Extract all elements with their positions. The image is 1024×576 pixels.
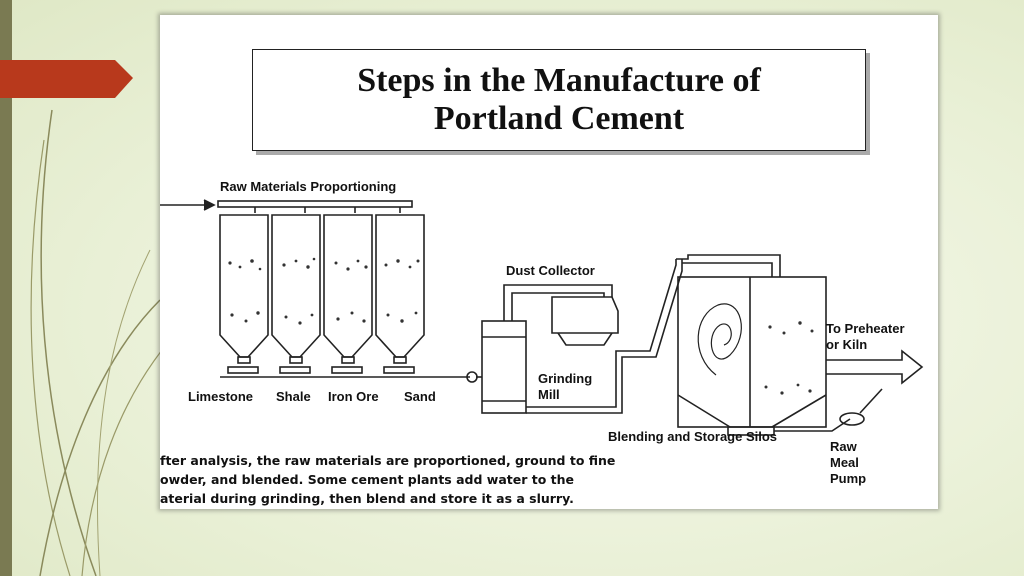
left-accent-bar xyxy=(0,0,12,576)
preheater-arrow xyxy=(826,349,924,385)
label-dust-collector: Dust Collector xyxy=(506,263,595,278)
label-preheater-2: or Kiln xyxy=(826,337,868,352)
label-pump-2: Meal xyxy=(830,455,859,470)
dust-collector xyxy=(551,296,619,334)
label-blending-silos: Blending and Storage Silos xyxy=(608,429,778,444)
process-diagram xyxy=(160,199,924,436)
diagram-figure: Steps in the Manufacture of Portland Cem… xyxy=(160,15,938,509)
caption-line-3: aterial during grinding, then blend and … xyxy=(160,491,574,506)
silo-iron-ore xyxy=(323,214,373,364)
silo-sand xyxy=(375,214,425,364)
label-shale: Shale xyxy=(276,389,311,404)
caption-line-1: fter analysis, the raw materials are pro… xyxy=(160,453,616,468)
raw-meal-pump xyxy=(839,412,865,426)
title-line-2: Portland Cement xyxy=(433,100,685,137)
decorative-swooshes xyxy=(0,60,170,576)
accent-arrow-shape xyxy=(0,60,133,98)
label-iron-ore: Iron Ore xyxy=(328,389,379,404)
title-box: Steps in the Manufacture of Portland Cem… xyxy=(252,49,866,151)
label-raw-materials: Raw Materials Proportioning xyxy=(220,179,397,194)
title-line-1: Steps in the Manufacture of xyxy=(357,62,761,99)
label-grinding-mill-1: Grinding xyxy=(538,371,593,386)
distribution-header xyxy=(217,200,413,208)
grinding-mill xyxy=(481,320,527,414)
label-pump-1: Raw xyxy=(830,439,857,454)
label-pump-3: Pump xyxy=(830,471,867,486)
label-grinding-mill-2: Mill xyxy=(538,387,560,402)
label-preheater-1: To Preheater xyxy=(826,321,905,336)
label-limestone: Limestone xyxy=(188,389,254,404)
material-speckles xyxy=(228,257,814,395)
caption-text: fter analysis, the raw materials are pro… xyxy=(160,451,720,508)
silo-shale xyxy=(271,214,321,364)
label-sand: Sand xyxy=(404,389,436,404)
silo-limestone xyxy=(219,214,269,364)
caption-line-2: owder, and blended. Some cement plants a… xyxy=(160,472,575,487)
